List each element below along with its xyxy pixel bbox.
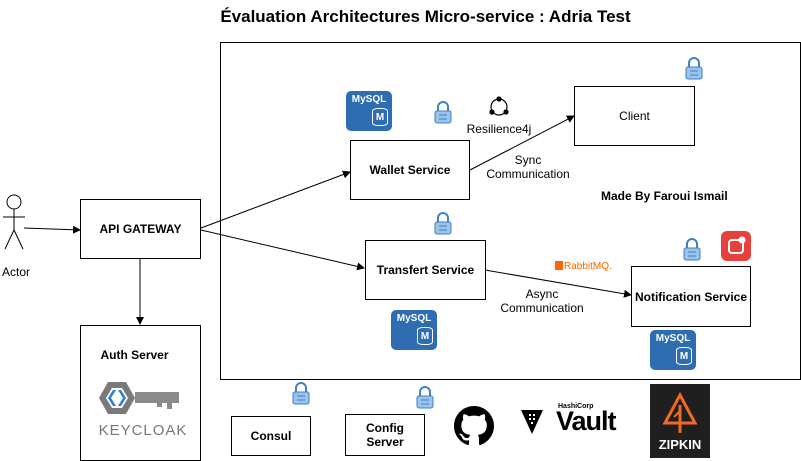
vault-wordmark: Vault — [556, 406, 617, 436]
lock-icon — [683, 238, 701, 261]
client-node[interactable]: Client — [574, 86, 695, 146]
lock-icon — [292, 382, 310, 405]
github-icon — [454, 406, 494, 446]
lock-icon — [434, 212, 452, 235]
mysql-glyph: M — [417, 327, 433, 345]
mysql-label: MySQL — [351, 94, 387, 105]
edge-gateway-wallet — [200, 170, 351, 229]
lock-icon — [434, 101, 452, 124]
vault-icon — [521, 410, 543, 434]
consul-node[interactable]: Consul — [231, 416, 311, 456]
edge-actor-gateway — [23, 225, 81, 234]
keycloak-icon — [99, 382, 179, 414]
resilience4j-label: Resilience4j — [466, 122, 532, 136]
config-server-label-line2: Server — [366, 435, 404, 449]
api-gateway-label: API GATEWAY — [99, 222, 182, 236]
notification-badge-icon — [721, 231, 751, 261]
person-icon — [3, 194, 25, 250]
diagram-title: Évaluation Architectures Micro-service :… — [220, 7, 631, 26]
edge-wallet-client — [469, 115, 575, 171]
mysql-icon: MySQL M — [650, 330, 696, 370]
mysql-label: MySQL — [655, 333, 691, 344]
vault-brand: HashiCorp — [558, 403, 594, 410]
config-server-label-line1: Config — [366, 421, 404, 435]
rabbitmq-label: RabbitMQ. — [564, 261, 612, 272]
consul-label: Consul — [250, 429, 292, 443]
edge-transfer-notification — [484, 269, 632, 298]
zipkin-wordmark: ZIPKIN — [658, 437, 702, 452]
actor-label: Actor — [1, 265, 30, 279]
notification-service-label: Notification Service — [634, 289, 748, 304]
mysql-icon: MySQL M — [391, 310, 437, 350]
mysql-icon: MySQL M — [346, 91, 392, 131]
edge-gateway-transfer — [200, 229, 365, 271]
mysql-glyph: M — [676, 347, 692, 365]
sync-label-line1: Sync — [514, 153, 542, 167]
notification-service-node[interactable]: Notification Service — [631, 266, 751, 327]
sync-label-line2: Communication — [486, 167, 570, 181]
resilience4j-icon — [489, 96, 509, 116]
transfer-service-label: Transfert Service — [376, 263, 475, 277]
author-credit: Made By Faroui Ismail — [601, 189, 728, 203]
transfer-service-node[interactable]: Transfert Service — [365, 240, 486, 300]
lock-icon — [416, 386, 434, 409]
auth-server-label: Auth Server — [100, 348, 169, 362]
wallet-service-node[interactable]: Wallet Service — [350, 140, 470, 200]
async-label-line1: Async — [525, 287, 559, 301]
async-label-line2: Communication — [500, 301, 584, 315]
auth-server-node[interactable]: Auth Server KEYCLOAK — [80, 325, 201, 461]
mysql-label: MySQL — [396, 313, 432, 324]
mysql-glyph: M — [372, 108, 388, 126]
keycloak-wordmark: KEYCLOAK — [98, 422, 188, 439]
wallet-service-label: Wallet Service — [369, 163, 451, 177]
api-gateway-node[interactable]: API GATEWAY — [80, 199, 201, 259]
client-label: Client — [619, 109, 650, 123]
config-server-node[interactable]: Config Server — [345, 414, 425, 456]
zipkin-logo-mark — [662, 391, 698, 433]
zipkin-icon: ZIPKIN — [650, 384, 710, 458]
rabbitmq-icon: RabbitMQ. — [555, 261, 612, 272]
lock-icon — [685, 57, 703, 80]
